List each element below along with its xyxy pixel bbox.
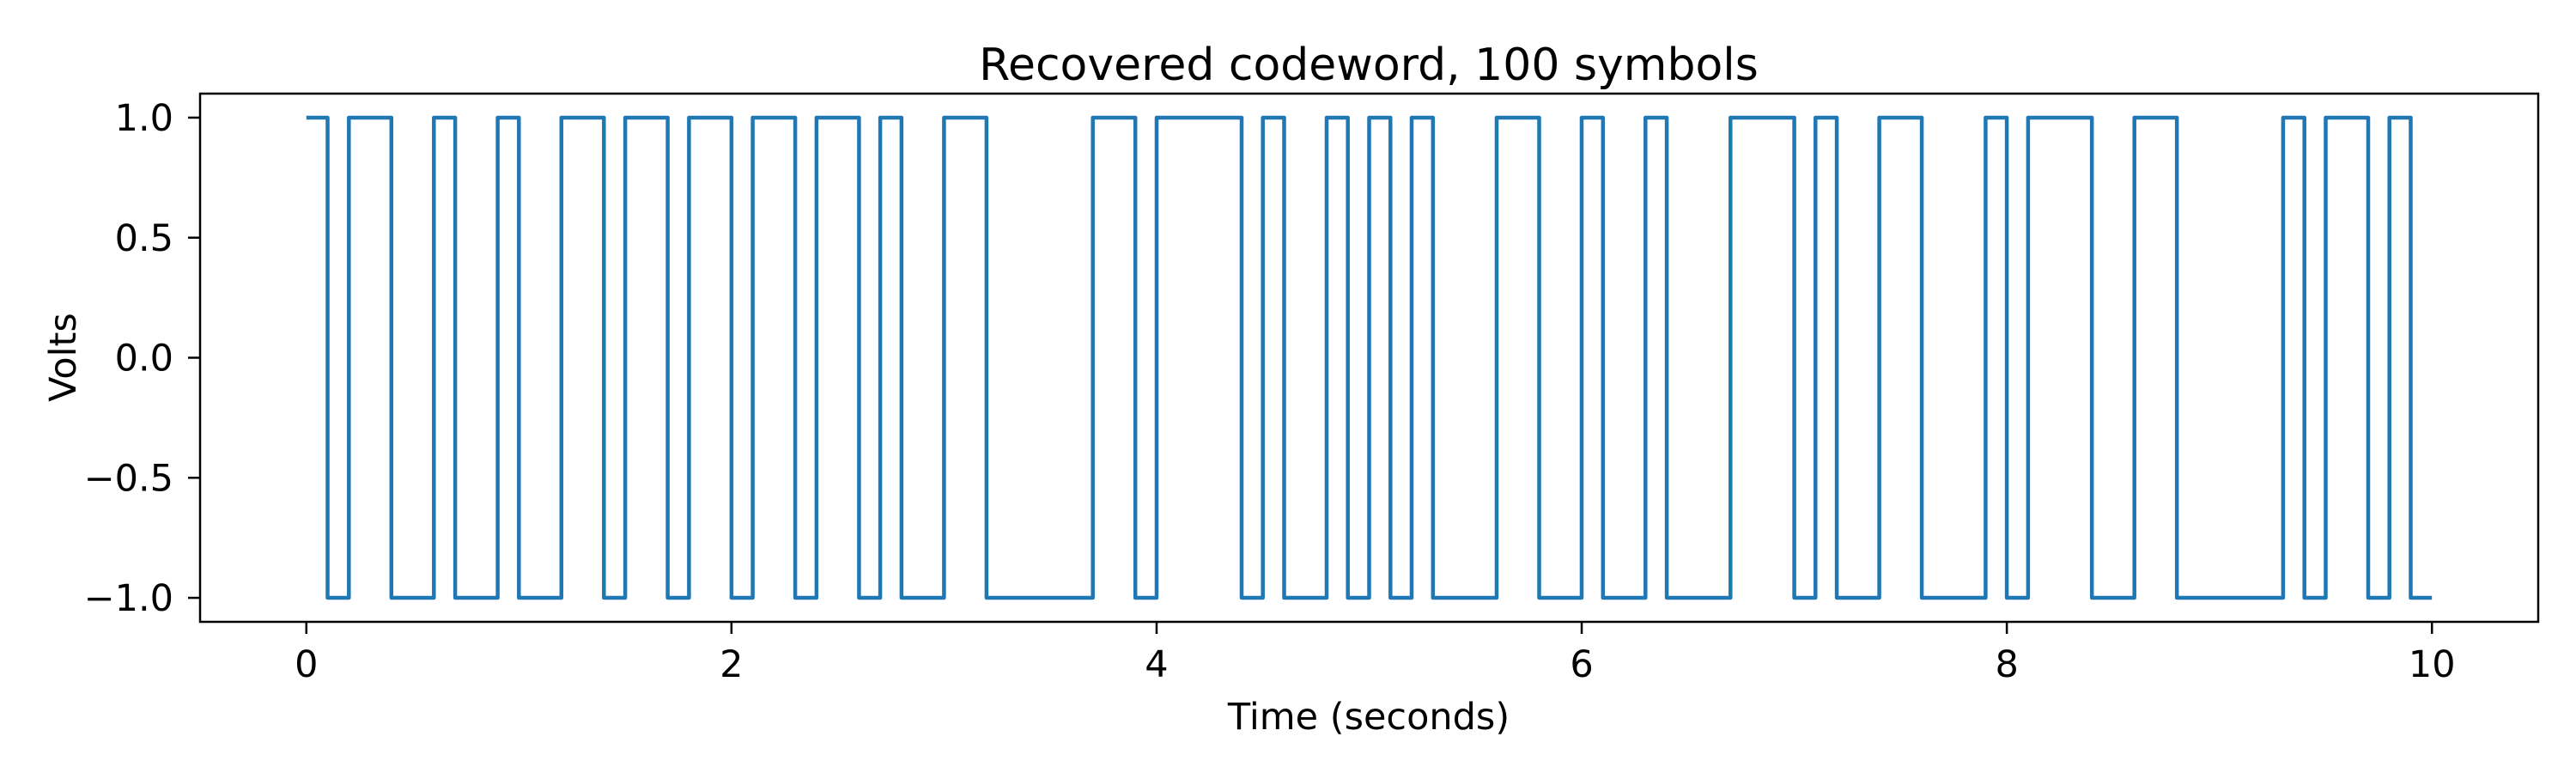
- x-axis-label: Time (seconds): [1227, 696, 1510, 739]
- axes-spines: [198, 92, 2540, 624]
- x-axis-ticks: 0 2 4 6 8 10: [295, 622, 2456, 686]
- waveform-path: [306, 115, 2433, 600]
- x-tick-label: 10: [2409, 643, 2456, 686]
- y-tick-label: −0.5: [84, 457, 173, 500]
- y-axis-label: Volts: [42, 313, 85, 402]
- x-tick-label: 6: [1570, 643, 1593, 686]
- figure-title: Recovered codeword, 100 symbols: [979, 40, 1759, 91]
- y-tick-label: 0.5: [115, 217, 173, 260]
- x-tick-label: 2: [720, 643, 743, 686]
- y-tick-label: 0.0: [115, 338, 173, 380]
- x-tick-label: 0: [295, 643, 318, 686]
- y-tick-label: 1.0: [115, 97, 173, 140]
- waveform-series: [306, 115, 2433, 600]
- x-tick-label: 8: [1995, 643, 2018, 686]
- y-axis-ticks: 1.0 0.5 0.0 −0.5 −1.0: [84, 97, 200, 620]
- x-tick-label: 4: [1145, 643, 1168, 686]
- y-tick-label: −1.0: [84, 577, 173, 620]
